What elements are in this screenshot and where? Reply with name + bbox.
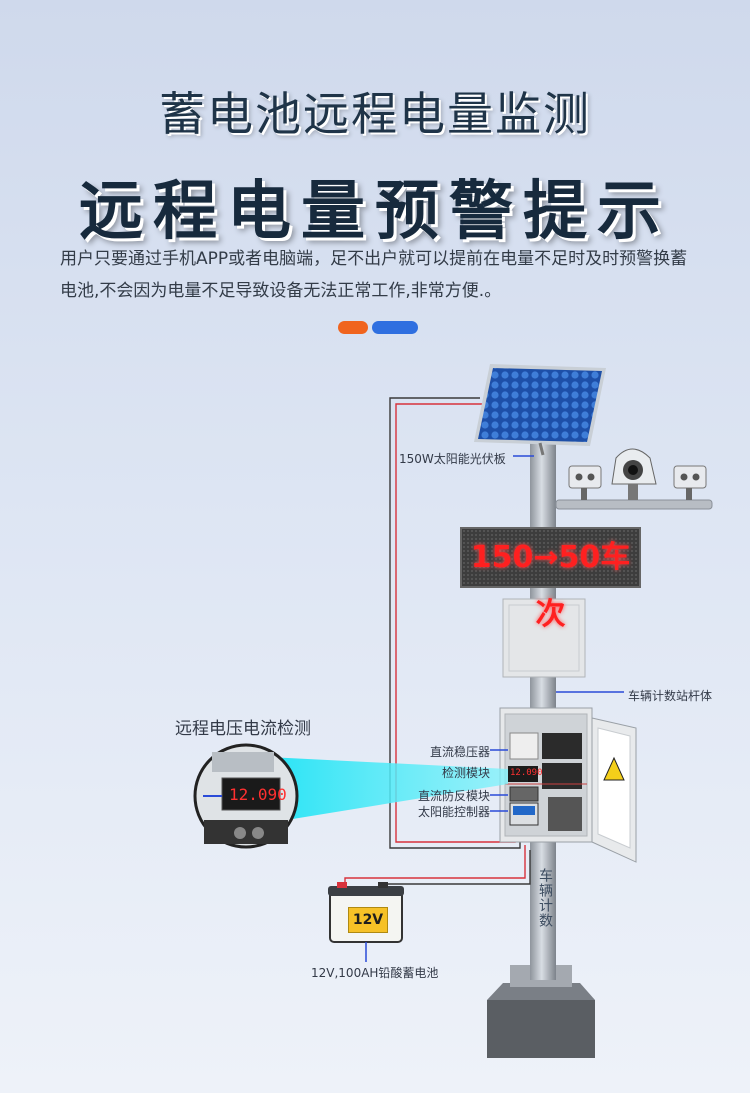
camera-arm	[555, 499, 713, 510]
anti-reverse-label: 直流防反模块	[417, 789, 490, 803]
headline: 远程电量预警提示	[79, 175, 671, 249]
leader-lines	[490, 455, 624, 812]
vertical-label: 车辆计数	[537, 868, 553, 928]
indicator-orange	[338, 321, 368, 334]
page-title: 蓄电池远程电量监测	[159, 87, 591, 141]
meter-reading: 12.090	[229, 785, 287, 804]
description: 用户只要通过手机APP或者电脑端，足不出户就可以提前在电量不足时及时预警换蓄电池…	[60, 249, 688, 301]
solar-panel-label: 150W太阳能光伏板	[399, 452, 506, 466]
floodlight-left	[568, 465, 602, 500]
indicator-blue	[372, 321, 418, 334]
zoom-title: 远程电压电流检测	[175, 719, 311, 739]
control-cabinet	[499, 707, 637, 863]
regulator-label: 直流稳压器	[429, 745, 490, 759]
battery-badge: 12V	[348, 907, 388, 933]
small-meter-reading: 12.090	[510, 768, 543, 778]
battery-label: 12V,100AH铅酸蓄电池	[311, 966, 439, 980]
zoom-circle	[193, 743, 299, 849]
zoom-beam	[268, 757, 508, 823]
camera	[611, 448, 657, 500]
measure-module-label: 检测模块	[441, 766, 490, 780]
floodlight-right	[673, 465, 707, 500]
led-display: 150→50车次	[460, 527, 641, 632]
pole-label: 车辆计数站杆体	[628, 689, 713, 703]
radar-sensor	[502, 598, 586, 678]
solar-panel	[474, 364, 606, 456]
solar-controller-label: 太阳能控制器	[417, 805, 490, 819]
